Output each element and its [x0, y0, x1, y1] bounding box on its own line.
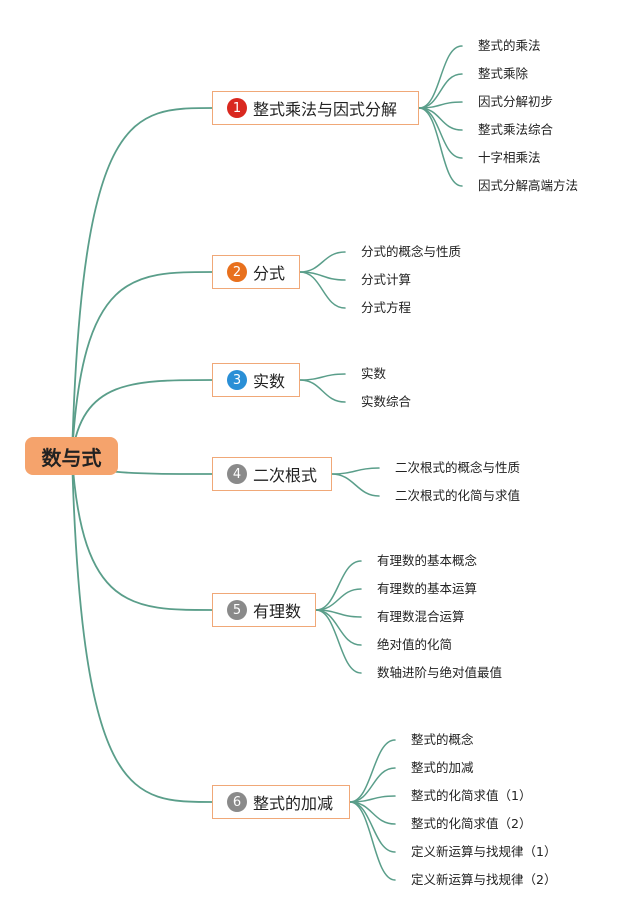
leaf-node: 整式的加减 [411, 760, 474, 775]
leaf-node: 有理数的基本运算 [377, 581, 478, 596]
leaf-node: 整式的化简求值（1） [411, 788, 532, 803]
leaf-link [315, 560, 362, 611]
leaf-node: 整式的乘法 [478, 38, 541, 53]
leaf-node: 整式的概念 [411, 732, 474, 747]
branch-label: 实数 [253, 372, 286, 391]
leaf-node: 二次根式的化简与求值 [395, 488, 521, 503]
leaf-link [349, 801, 396, 881]
leaf-node: 实数综合 [361, 394, 412, 409]
leaf-node: 定义新运算与找规律（1） [411, 844, 557, 859]
root-link-2 [71, 271, 213, 457]
leaf-node: 绝对值的化简 [377, 637, 453, 652]
leaf-link [331, 467, 380, 475]
leaf-link [315, 588, 362, 611]
branch-node-6: 6 整式的加减 [212, 785, 350, 819]
leaf-link [299, 271, 346, 309]
leaf-node: 数轴进阶与绝对值最值 [377, 665, 503, 680]
leaf-node: 有理数的基本概念 [377, 553, 478, 568]
branch-node-3: 3 实数 [212, 363, 300, 397]
leaf-link [418, 107, 463, 159]
branch-node-2: 2 分式 [212, 255, 300, 289]
leaf-link [331, 473, 380, 497]
leaf-link [299, 373, 346, 381]
leaf-link [299, 379, 346, 403]
leaf-node: 因式分解初步 [478, 94, 554, 109]
root-link-6 [71, 455, 213, 803]
branch-number-badge: 5 [227, 600, 247, 620]
leaf-node: 分式的概念与性质 [361, 244, 462, 259]
leaf-link [299, 251, 346, 273]
branch-label: 整式乘法与因式分解 [253, 100, 398, 119]
leaf-node: 十字相乘法 [478, 150, 541, 165]
leaf-node: 整式的化简求值（2） [411, 816, 532, 831]
leaf-link [418, 107, 463, 187]
branch-number-badge: 4 [227, 464, 247, 484]
leaf-node: 因式分解高端方法 [478, 178, 579, 193]
leaf-node: 定义新运算与找规律（2） [411, 872, 557, 887]
branch-label: 有理数 [253, 602, 302, 621]
branch-number-badge: 2 [227, 262, 247, 282]
leaf-node: 有理数混合运算 [377, 609, 465, 624]
leaf-link [349, 739, 396, 803]
root-link-1 [71, 107, 213, 457]
leaf-node: 实数 [361, 366, 387, 381]
branch-label: 分式 [253, 264, 286, 283]
branch-node-4: 4 二次根式 [212, 457, 332, 491]
root-link-5 [71, 455, 213, 611]
leaf-link [349, 801, 396, 853]
branch-label: 整式的加减 [253, 794, 334, 813]
leaf-node: 整式乘法综合 [478, 122, 554, 137]
root-link-3 [71, 379, 213, 457]
branch-node-5: 5 有理数 [212, 593, 316, 627]
leaf-link [315, 609, 362, 674]
branch-number-badge: 6 [227, 792, 247, 812]
branch-label: 二次根式 [253, 466, 318, 485]
leaf-node: 整式乘除 [478, 66, 529, 81]
branch-node-1: 1 整式乘法与因式分解 [212, 91, 419, 125]
leaf-node: 二次根式的概念与性质 [395, 460, 521, 475]
branch-number-badge: 1 [227, 98, 247, 118]
leaf-link [349, 767, 396, 803]
leaf-node: 分式计算 [361, 272, 412, 287]
branch-number-badge: 3 [227, 370, 247, 390]
leaf-link [418, 45, 463, 109]
leaf-node: 分式方程 [361, 300, 412, 315]
root-node: 数与式 [25, 437, 118, 475]
leaf-link [418, 73, 463, 109]
